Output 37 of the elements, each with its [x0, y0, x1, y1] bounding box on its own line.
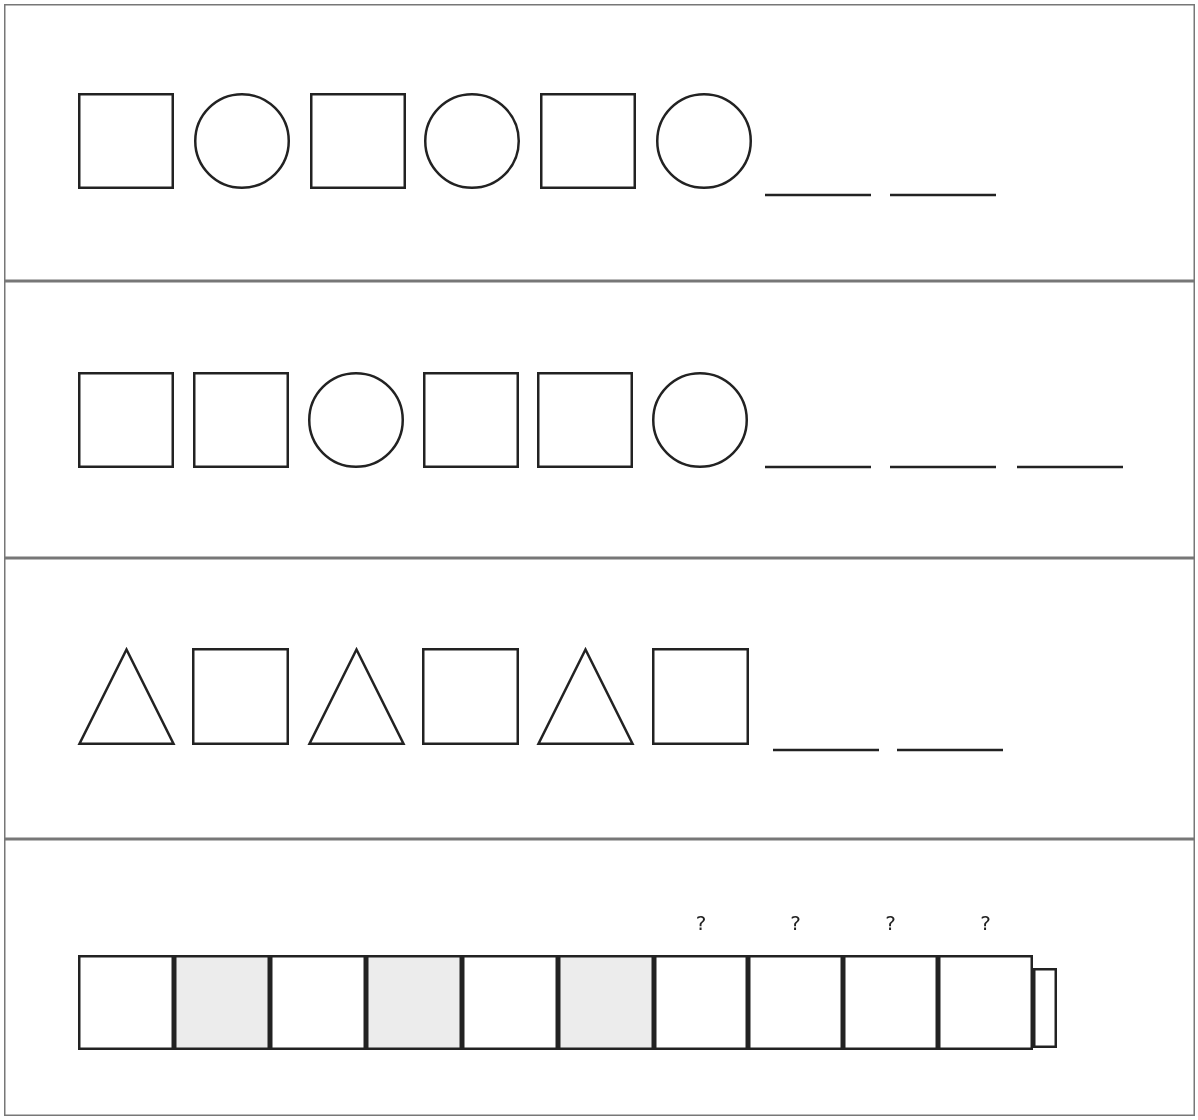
strip-cell [78, 955, 174, 1050]
strip-cell [654, 955, 748, 1050]
strip-cell [748, 955, 843, 1050]
strip-cell [366, 955, 462, 1050]
pattern-row [4, 558, 1195, 839]
square [192, 648, 289, 745]
square [193, 372, 289, 468]
question-mark: ? [789, 911, 802, 935]
square [652, 648, 749, 745]
square [78, 93, 174, 189]
strip-cell [462, 955, 558, 1050]
square [78, 372, 174, 468]
strip-cell [174, 955, 270, 1050]
strip-end-tab [1033, 968, 1057, 1048]
pattern-row [4, 839, 1195, 1116]
strip-cell [558, 955, 654, 1050]
square [423, 372, 519, 468]
circle [308, 372, 404, 468]
circle [656, 93, 752, 189]
circle [652, 372, 748, 468]
triangle [537, 648, 634, 745]
triangle [308, 648, 405, 745]
square [310, 93, 406, 189]
square [537, 372, 633, 468]
question-mark: ? [979, 911, 992, 935]
square [422, 648, 519, 745]
square [540, 93, 636, 189]
strip-cell [270, 955, 366, 1050]
question-mark: ? [694, 911, 708, 935]
circle [424, 93, 520, 189]
strip-cell [938, 955, 1033, 1050]
pattern-row [4, 281, 1195, 558]
circle [194, 93, 290, 189]
triangle [78, 648, 175, 745]
pattern-row [4, 4, 1195, 281]
question-mark: ? [884, 911, 897, 935]
strip-cell [843, 955, 938, 1050]
